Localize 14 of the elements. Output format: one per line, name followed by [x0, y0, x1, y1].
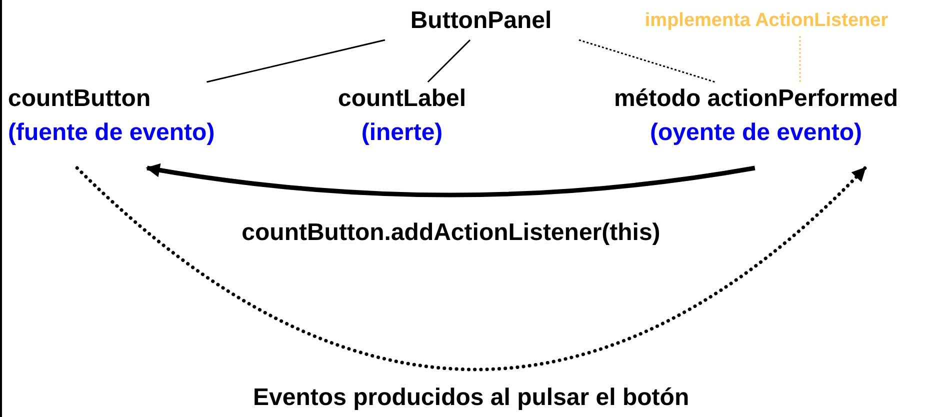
curved-arrow — [75, 166, 867, 372]
connector-line — [427, 39, 471, 83]
role-note: (oyente de evento) — [648, 118, 864, 148]
component-name: countLabel — [336, 84, 467, 114]
connector-line — [206, 39, 386, 83]
interface-note: implementa ActionListener — [644, 9, 890, 33]
connector-line — [578, 39, 716, 83]
component-name: countButton — [8, 84, 152, 114]
component-name: método actionPerformed — [612, 84, 900, 114]
connector-line — [799, 36, 801, 82]
curved-arrow — [146, 163, 756, 198]
role-note: (fuente de evento) — [8, 118, 216, 148]
class-name: ButtonPanel — [409, 6, 553, 36]
role-note: (inerte) — [360, 118, 444, 148]
